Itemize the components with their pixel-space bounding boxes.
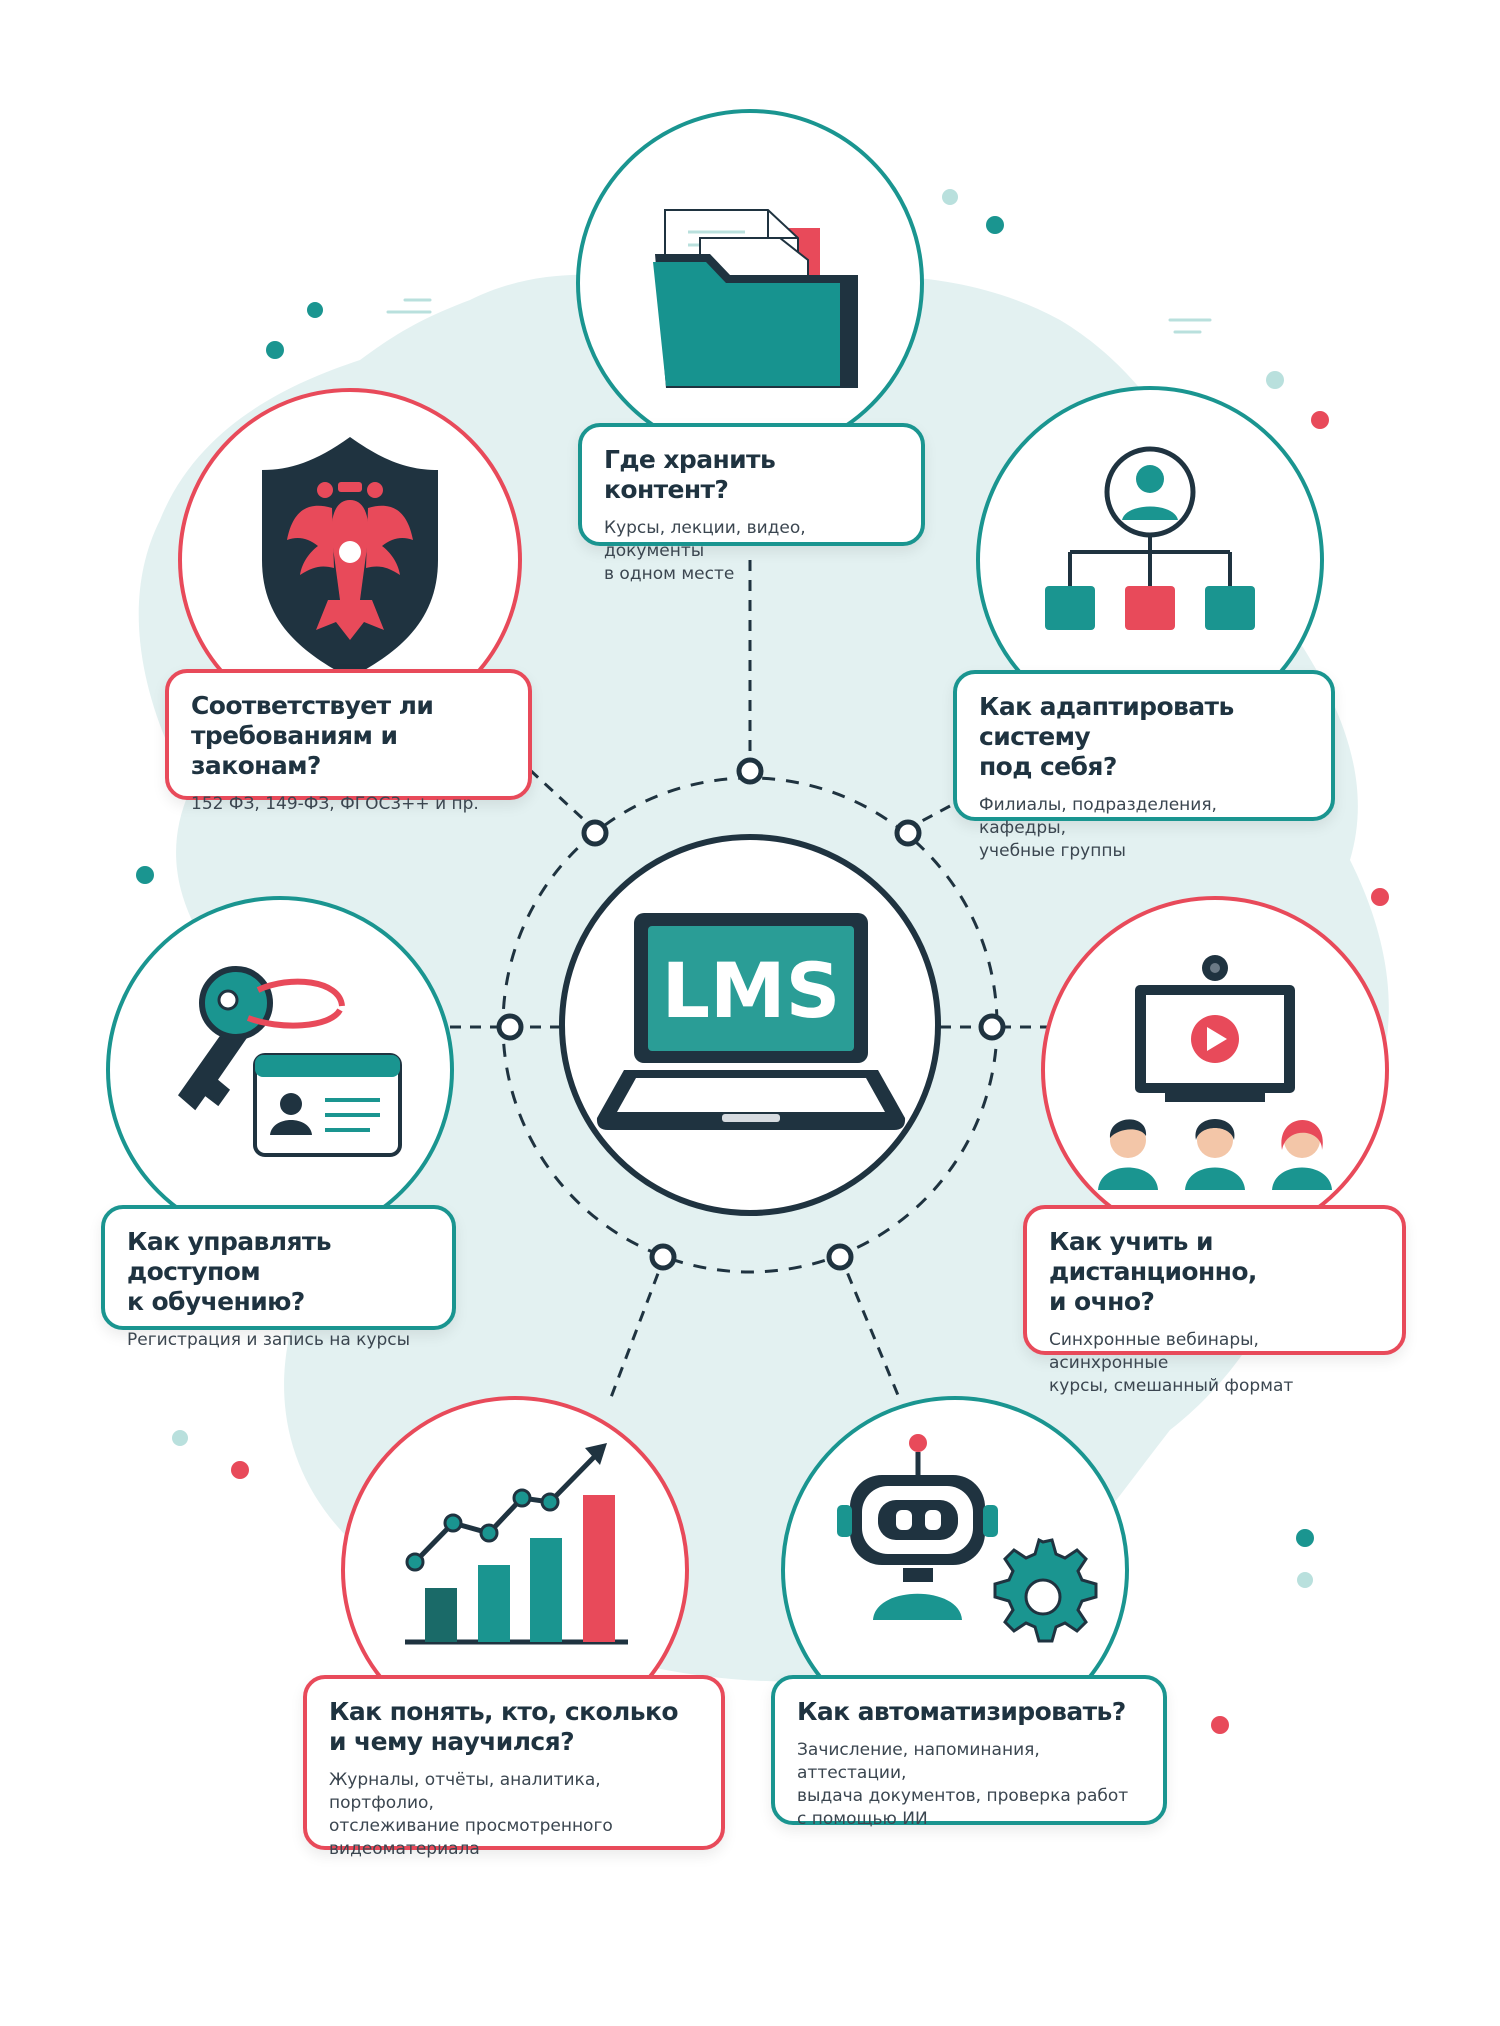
laptop-icon: LMS [596, 913, 906, 1130]
card-distance-desc: Синхронные вебинары, асинхронные курсы, … [1049, 1330, 1294, 1396]
card-distance-title: Как учить и дистанционно, и очно? [1049, 1227, 1257, 1316]
card-compliance-desc: 152 ФЗ, 149-ФЗ, ФГОС3++ и пр. [191, 794, 479, 814]
folder-icon [653, 209, 858, 388]
growth-chart-icon [405, 1443, 628, 1645]
card-content-desc: Курсы, лекции, видео, документы в одном … [604, 518, 806, 584]
shield-emblem-icon [262, 437, 438, 678]
card-automation-title: Как автоматизировать? [797, 1697, 1126, 1726]
robot-gear-icon [837, 1434, 1098, 1643]
card-compliance: Соответствует ли требованиям и законам? … [165, 669, 532, 814]
card-adapt: Как адаптировать систему под себя? Филиа… [953, 670, 1335, 861]
lms-screen-text: LMS [662, 946, 841, 1035]
card-access-title: Как управлять доступом к обучению? [127, 1227, 332, 1316]
connector-nodes [496, 757, 1006, 1271]
card-analytics-title: Как понять, кто, сколько и чему научился… [329, 1697, 679, 1756]
card-content: Где хранить контент? Курсы, лекции, виде… [578, 423, 925, 584]
card-distance: Как учить и дистанционно, и очно? Синхро… [1023, 1205, 1406, 1396]
key-badge-icon [177, 966, 402, 1157]
webinar-icon [1098, 955, 1332, 1190]
card-automation-desc: Зачисление, напоминания, аттестации, выд… [797, 1740, 1129, 1829]
card-adapt-desc: Филиалы, подразделения, кафедры, учебные… [979, 795, 1217, 861]
card-automation: Как автоматизировать? Зачисление, напоми… [771, 1675, 1167, 1829]
card-adapt-title: Как адаптировать систему под себя? [979, 692, 1234, 781]
card-compliance-title: Соответствует ли требованиям и законам? [191, 691, 434, 780]
org-structure-icon [1045, 446, 1255, 630]
card-analytics: Как понять, кто, сколько и чему научился… [303, 1675, 725, 1859]
card-access-desc: Регистрация и запись на курсы [127, 1330, 411, 1350]
card-content-title: Где хранить контент? [604, 445, 776, 504]
card-access: Как управлять доступом к обучению? Регис… [101, 1205, 456, 1350]
card-analytics-desc: Журналы, отчёты, аналитика, портфолио, о… [329, 1770, 613, 1859]
